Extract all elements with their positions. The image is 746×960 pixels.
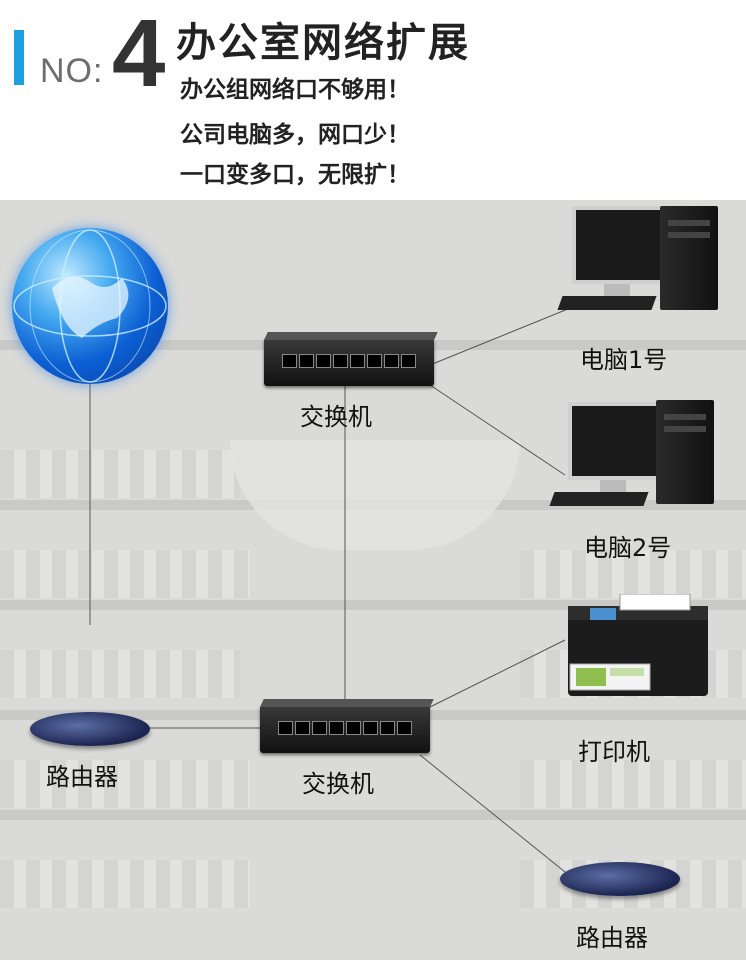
router-icon: [30, 712, 150, 746]
switch-label-bottom: 交换机: [302, 764, 374, 799]
computer2-label: 电脑2号: [584, 528, 671, 563]
switch-icon: [264, 338, 434, 386]
computer1-label: 电脑1号: [580, 340, 667, 375]
line-switch-router: [420, 755, 575, 880]
router-icon: [560, 862, 680, 896]
router-label-left: 路由器: [46, 757, 118, 792]
printer-label: 打印机: [578, 732, 650, 767]
printer-icon: [560, 594, 710, 714]
line-switch-computer2: [430, 385, 565, 475]
switch-label-top: 交换机: [300, 397, 372, 432]
router-label-right: 路由器: [576, 918, 648, 953]
switch-icon: [260, 705, 430, 753]
line-switch-printer: [420, 640, 565, 712]
globe-icon: [12, 228, 168, 384]
